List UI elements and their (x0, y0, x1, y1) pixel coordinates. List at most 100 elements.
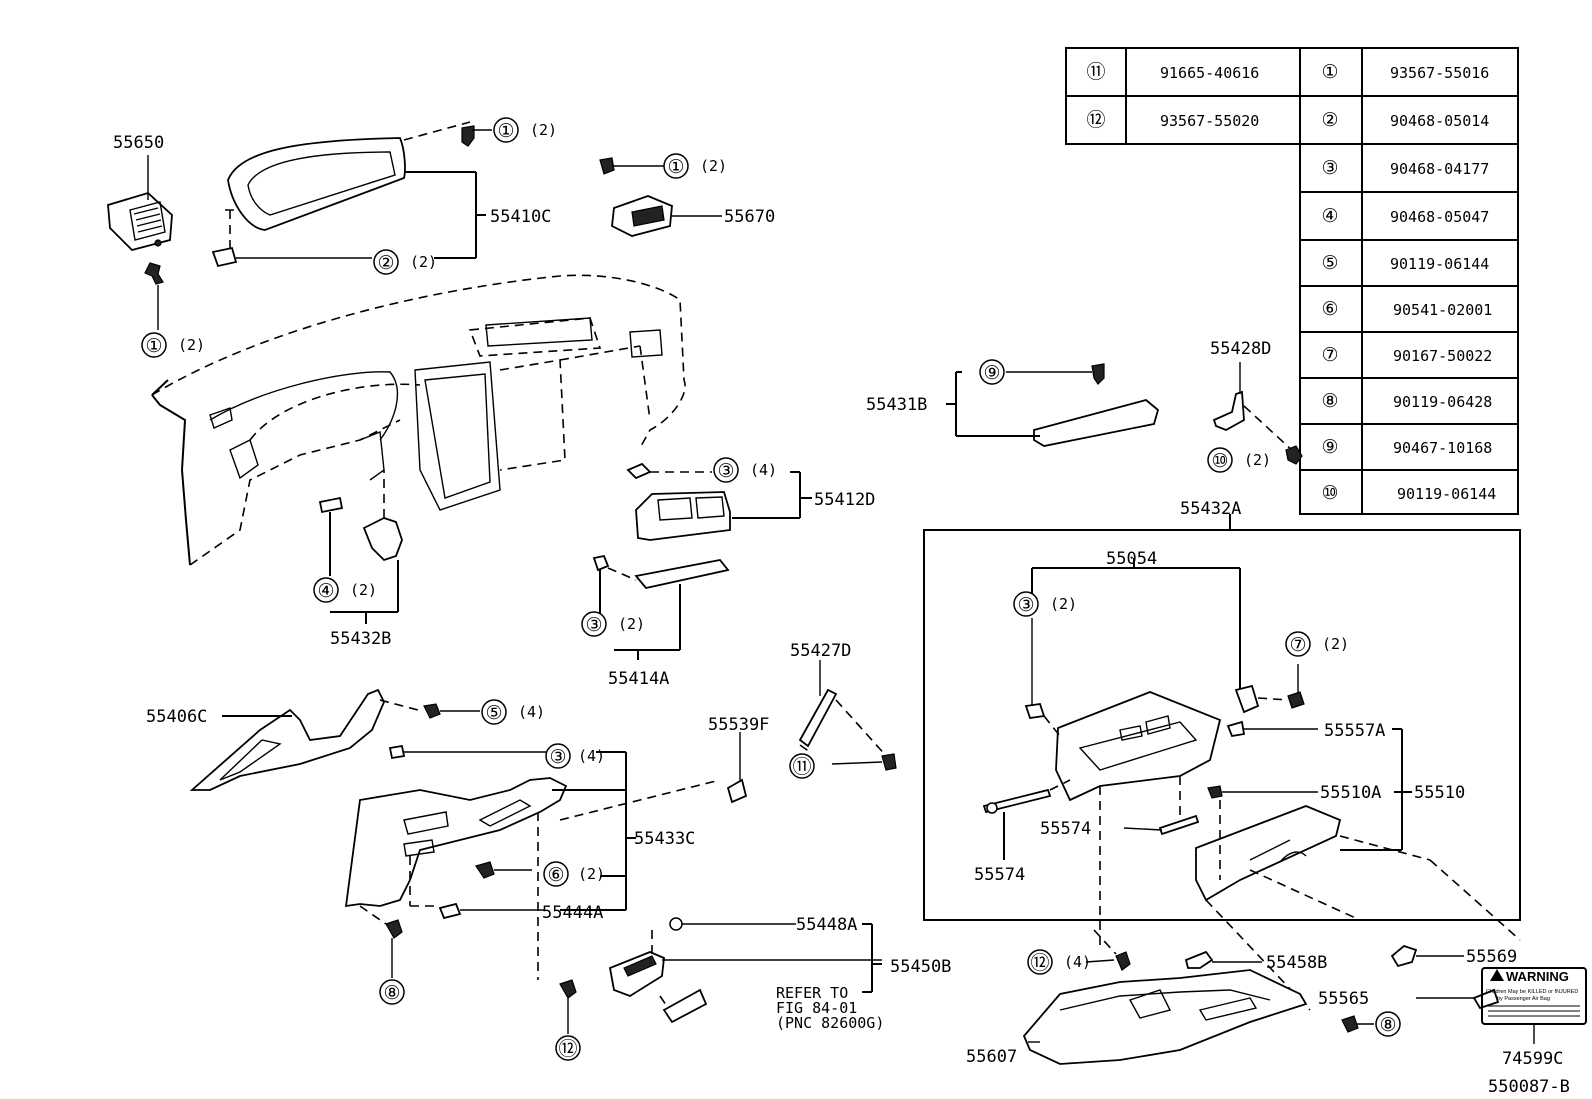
callout-3c: ③ (4) (545, 743, 605, 769)
table-ref-3: ③ (1321, 157, 1338, 179)
warning-label-line1: Children May be KILLED or INJURED (1486, 989, 1578, 995)
part-55670-drawing (599, 157, 722, 237)
svg-text:(2): (2) (700, 157, 727, 175)
callout-2a: ② (2) (373, 249, 437, 275)
svg-text:(4): (4) (578, 747, 605, 765)
callout-3a: ③ (4) (713, 457, 777, 483)
callout-5a: ⑤ (4) (481, 699, 545, 725)
svg-text:(2): (2) (1244, 451, 1271, 469)
svg-text:③: ③ (585, 614, 602, 636)
warning-label-drawing: WARNING Children May be KILLED or INJURE… (1481, 967, 1587, 1044)
svg-text:②: ② (377, 252, 394, 274)
table-ref-4: ④ (1321, 205, 1338, 227)
label-55510: 55510 (1414, 783, 1465, 803)
part-55427d-drawing (798, 660, 897, 771)
label-55670: 55670 (724, 207, 775, 227)
callout-3b: ③ (2) (581, 611, 645, 637)
svg-text:(2): (2) (1050, 595, 1077, 613)
table-part-5: 90119-06144 (1390, 255, 1489, 273)
callout-4a: ④ (2) (313, 577, 377, 603)
diagram-id: 550087-B (1488, 1077, 1570, 1097)
part-55428d-drawing (1212, 362, 1303, 465)
svg-text:(2): (2) (178, 336, 205, 354)
table-part-12: 93567-55020 (1160, 112, 1259, 130)
part-55431b-drawing (946, 363, 1160, 447)
parts-table: ⑪ 91665-40616 ⑫ 93567-55020 ① 93567-5501… (1065, 47, 1519, 515)
warning-label-line2: by Passenger Air Bag (1497, 996, 1550, 1002)
label-55431b: 55431B (866, 395, 927, 415)
warning-label-title: WARNING (1506, 969, 1569, 984)
glovebox-group-frame (923, 529, 1521, 921)
label-55054: 55054 (1106, 549, 1157, 569)
svg-text:⑫: ⑫ (1030, 952, 1049, 974)
refer-note-line3: (PNC 82600G) (776, 1014, 884, 1032)
label-55574-b: 55574 (974, 865, 1025, 885)
table-ref-2: ② (1321, 109, 1338, 131)
table-ref-8: ⑧ (1321, 390, 1338, 412)
label-55414a: 55414A (608, 669, 669, 689)
callout-1a: ① (2) (493, 117, 557, 143)
svg-text:③: ③ (717, 460, 734, 482)
svg-text:(2): (2) (410, 253, 437, 271)
label-55427d: 55427D (790, 641, 851, 661)
label-55428d: 55428D (1210, 339, 1271, 359)
label-55510a: 55510A (1320, 783, 1381, 803)
svg-text:(2): (2) (530, 121, 557, 139)
table-ref-10: ⑩ (1321, 482, 1338, 504)
label-55432a: 55432A (1180, 499, 1241, 519)
table-part-10: 90119-06144 (1397, 485, 1496, 503)
table-ref-5: ⑤ (1321, 252, 1338, 274)
svg-text:(2): (2) (618, 615, 645, 633)
label-55406c: 55406C (146, 707, 207, 727)
svg-text:(4): (4) (1064, 953, 1091, 971)
instrument-panel-drawing (151, 274, 686, 566)
callout-8b: ⑧ (1375, 1011, 1401, 1037)
table-ref-12: ⑫ (1086, 109, 1105, 131)
table-part-9: 90467-10168 (1393, 439, 1492, 457)
svg-text:①: ① (497, 120, 514, 142)
part-55432b-drawing (318, 470, 403, 624)
svg-text:①: ① (667, 156, 684, 178)
table-ref-11: ⑪ (1086, 61, 1105, 83)
svg-text:⑪: ⑪ (792, 756, 811, 778)
label-55450b: 55450B (890, 957, 951, 977)
table-ref-6: ⑥ (1321, 298, 1338, 320)
svg-text:③: ③ (549, 746, 566, 768)
callout-6a: ⑥ (2) (543, 861, 605, 887)
table-part-3: 90468-04177 (1390, 160, 1489, 178)
callout-8a: ⑧ (379, 979, 405, 1005)
label-55557a: 55557A (1324, 721, 1385, 741)
table-part-11: 91665-40616 (1160, 64, 1259, 82)
svg-text:(4): (4) (750, 461, 777, 479)
part-55414a-drawing (592, 554, 730, 660)
part-55450b-drawing (608, 917, 882, 1024)
label-55650: 55650 (113, 133, 164, 153)
label-55574-a: 55574 (1040, 819, 1091, 839)
label-55412d: 55412D (814, 490, 875, 510)
part-55650-drawing (107, 155, 173, 330)
table-ref-7: ⑦ (1321, 344, 1338, 366)
table-part-1: 93567-55016 (1390, 64, 1489, 82)
label-55539f: 55539F (708, 715, 769, 735)
svg-text:⑦: ⑦ (1289, 634, 1306, 656)
part-55607-drawing (1022, 929, 1500, 1065)
part-55406c-drawing (189, 688, 480, 791)
table-part-6: 90541-02001 (1393, 301, 1492, 319)
label-55607: 55607 (966, 1047, 1017, 1067)
refer-note-line1: REFER TO (776, 984, 848, 1002)
label-55432b: 55432B (330, 629, 391, 649)
label-55448a: 55448A (796, 915, 857, 935)
svg-text:(4): (4) (518, 703, 545, 721)
part-55412d-drawing (626, 462, 812, 541)
part-55433c-drawing (344, 744, 721, 1034)
table-part-4: 90468-05047 (1390, 208, 1489, 226)
svg-text:⑥: ⑥ (547, 864, 564, 886)
svg-text:③: ③ (1017, 594, 1034, 616)
label-74599c: 74599C (1502, 1049, 1563, 1069)
svg-text:⑧: ⑧ (383, 982, 400, 1004)
table-ref-1: ① (1321, 61, 1338, 83)
callout-11a: ⑪ (789, 753, 815, 779)
callout-10a: ⑩ (2) (1207, 447, 1271, 473)
callout-3d: ③ (2) (1013, 591, 1077, 617)
